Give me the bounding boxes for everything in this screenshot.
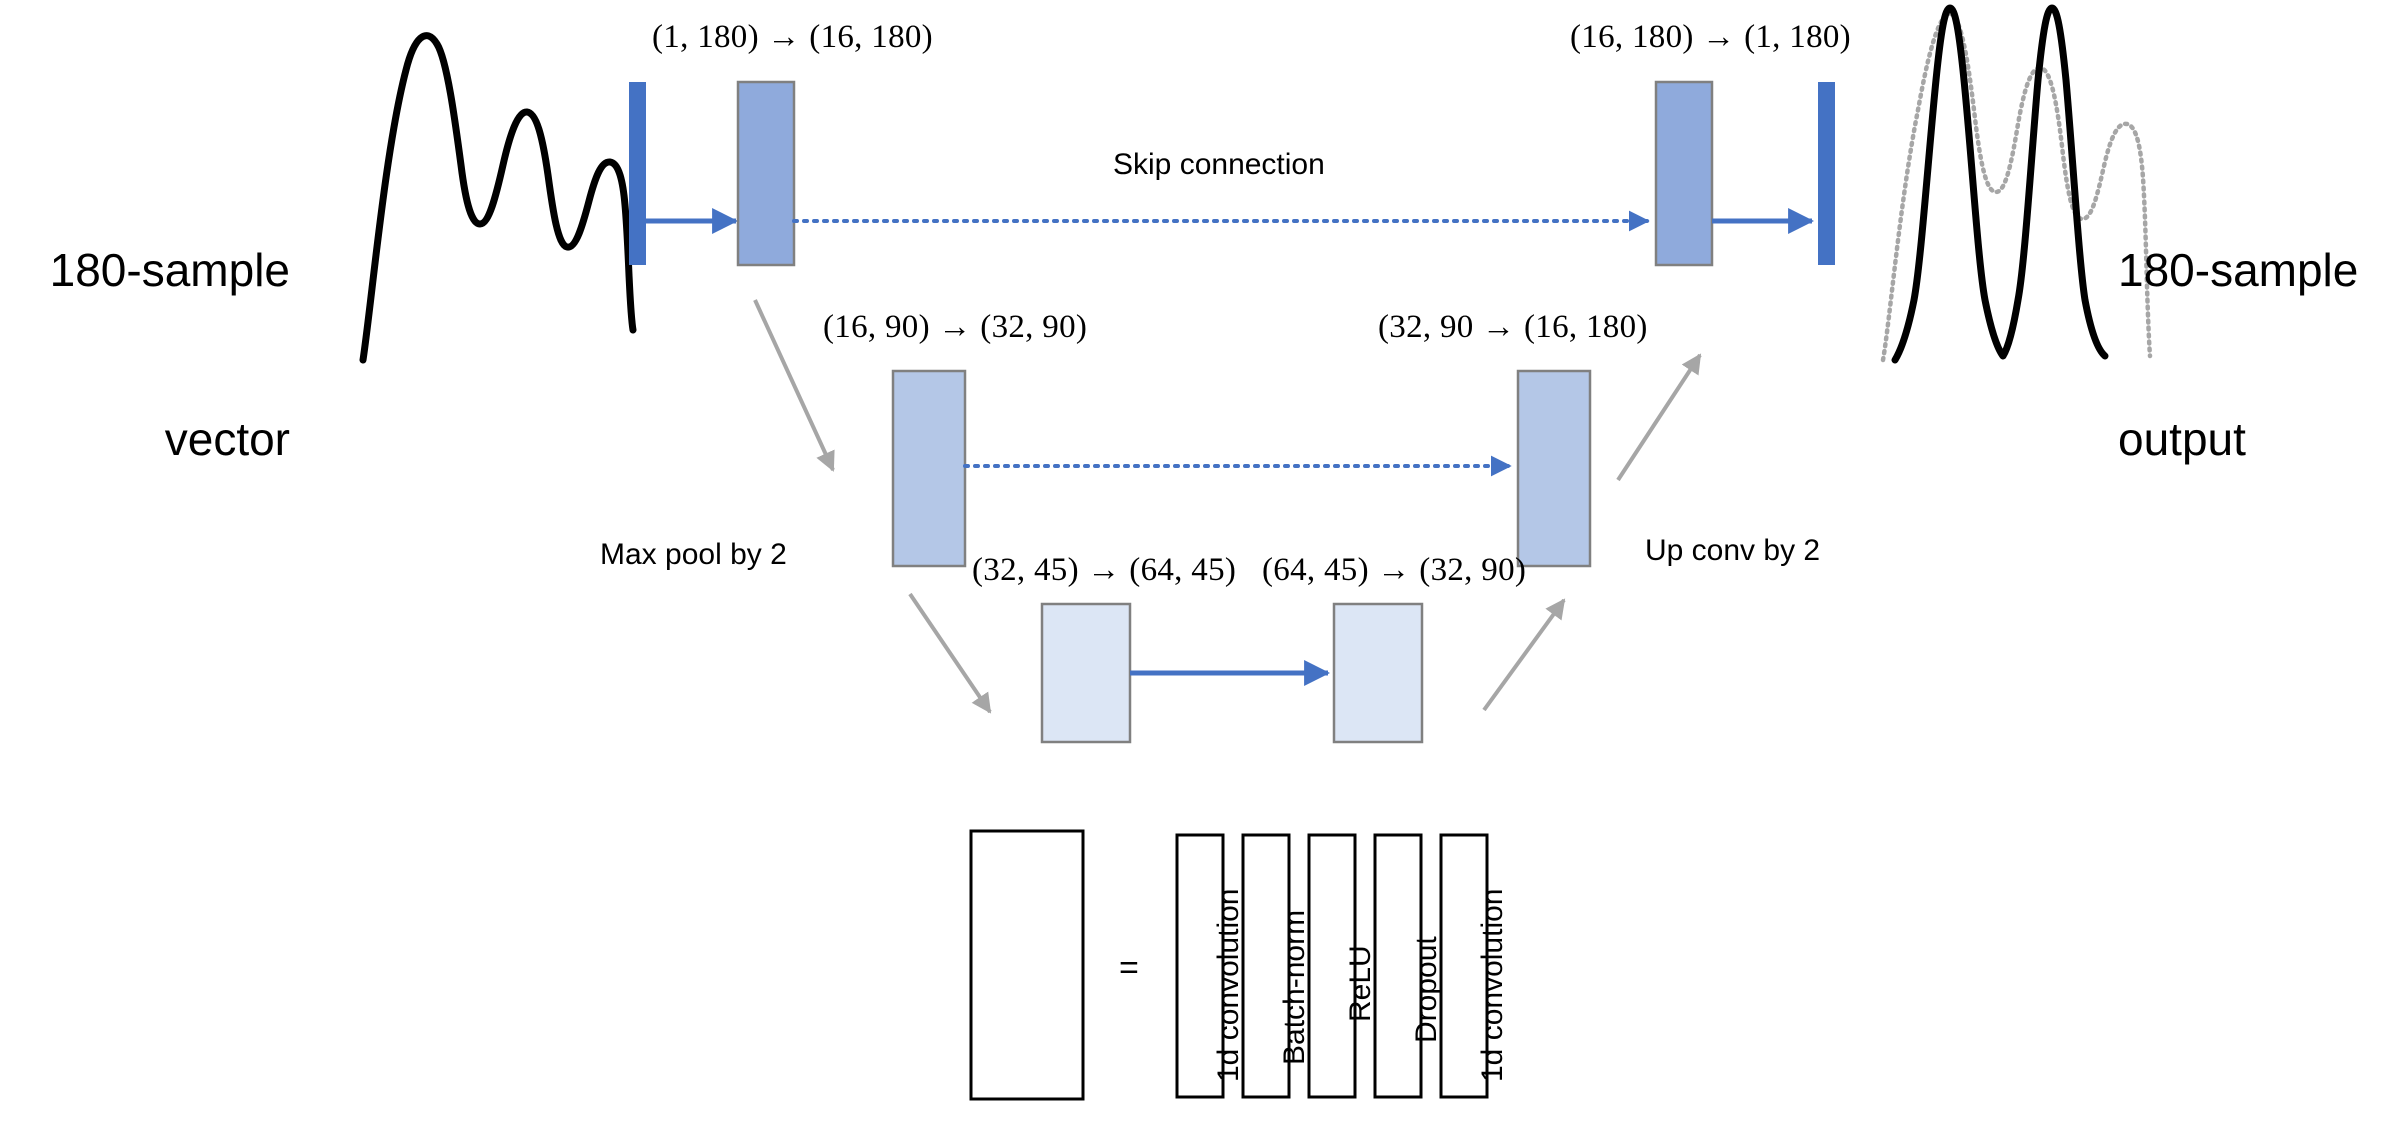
label-level1-encoder: (1, 180) → (16, 180) xyxy=(652,19,933,55)
legend-caption-2: ReLU xyxy=(1344,945,1377,1022)
input-side-label-line1: 180-sample xyxy=(49,244,290,297)
legend-block-shape xyxy=(969,829,1085,1101)
legend-caption-3: Dropout xyxy=(1410,936,1443,1043)
encoder-block-level1 xyxy=(736,80,796,267)
legend-step-box-3 xyxy=(1373,833,1423,1099)
upconv-arrow-level3-to-level2 xyxy=(1482,598,1566,712)
output-side-label-line1: 180-sample xyxy=(2118,244,2359,297)
input-side-label-line2: vector xyxy=(164,412,290,465)
output-side-label: 180-sample output xyxy=(2118,130,2394,579)
encoder-block-level3 xyxy=(1040,602,1132,744)
label-level1-decoder: (16, 180) → (1, 180) xyxy=(1570,19,1851,55)
output-waveform xyxy=(1891,4,2109,364)
legend-step-box-1 xyxy=(1241,833,1291,1099)
legend-caption-1: Batch-norm xyxy=(1278,909,1311,1065)
upconv-arrow-level2-to-level1 xyxy=(1616,353,1702,482)
label-level3-decoder: (64, 45) → (32, 90) xyxy=(1262,552,1527,588)
legend-caption-4: 1d convolution xyxy=(1476,888,1509,1082)
label-up-conv: Up conv by 2 xyxy=(1645,534,1821,567)
input-side-label: 180-sample vector xyxy=(10,130,290,579)
label-level2-encoder: (16, 90) → (32, 90) xyxy=(823,309,1088,345)
label-max-pool: Max pool by 2 xyxy=(600,538,787,571)
decoder-block-level3 xyxy=(1332,602,1424,744)
legend-step-box-0 xyxy=(1175,833,1225,1099)
input-tensor-bar xyxy=(629,82,646,265)
output-tensor-bar xyxy=(1818,82,1835,265)
label-skip-connection: Skip connection xyxy=(1113,148,1325,181)
label-level3-encoder: (32, 45) → (64, 45) xyxy=(972,552,1237,588)
legend-step-box-2 xyxy=(1307,833,1357,1099)
legend-step-box-4 xyxy=(1439,833,1489,1099)
maxpool-arrow-level1-to-level2 xyxy=(753,299,835,472)
input-waveform xyxy=(359,32,637,364)
decoder-block-level2 xyxy=(1516,369,1592,568)
legend-equals-sign: = xyxy=(1119,949,1139,987)
maxpool-arrow-level2-to-level3 xyxy=(908,592,992,714)
legend-caption-0: 1d convolution xyxy=(1212,888,1245,1082)
decoder-block-level1 xyxy=(1654,80,1714,267)
label-level2-decoder: (32, 90 → (16, 180) xyxy=(1378,309,1648,345)
output-side-label-line2: output xyxy=(2118,412,2246,465)
encoder-block-level2 xyxy=(891,369,967,568)
